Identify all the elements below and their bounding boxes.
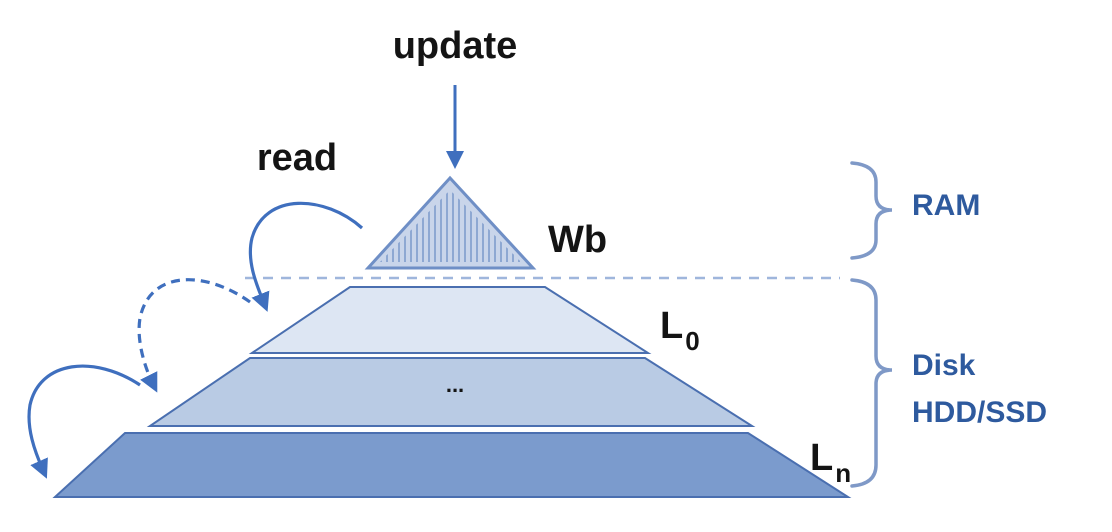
- write-buffer-hatching: [380, 190, 521, 262]
- read-arrow-l0-to-middle: [137, 278, 251, 393]
- read-arrow-middle-to-ln: [27, 364, 141, 479]
- middle-levels-ellipsis: ...: [446, 372, 464, 397]
- level-n-label: Ln: [810, 437, 851, 488]
- level-0-label-subscript: 0: [685, 326, 699, 356]
- level-0-label-base: L: [660, 305, 683, 347]
- level-n-layer: [52, 432, 852, 498]
- update-label: update: [393, 25, 518, 67]
- hdd-ssd-label: HDD/SSD: [912, 396, 1047, 429]
- level-0-label: L0: [660, 305, 700, 356]
- disk-brace: [850, 278, 893, 488]
- read-label: read: [257, 137, 337, 179]
- disk-label: Disk: [912, 349, 976, 382]
- level-0-layer: [248, 286, 652, 354]
- ram-brace: [850, 161, 893, 260]
- write-buffer-label: Wb: [548, 219, 607, 261]
- level-n-label-subscript: n: [835, 458, 851, 488]
- level-n-label-base: L: [810, 437, 833, 479]
- ram-label: RAM: [912, 189, 980, 222]
- middle-levels-layer: [146, 357, 756, 427]
- read-arrow-ram-to-l0: [248, 201, 364, 312]
